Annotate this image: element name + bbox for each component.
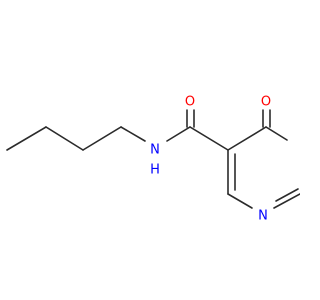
molecule-structure-diagram: O O N H N (6, 95, 300, 224)
bonds (6, 109, 300, 209)
bond-c5-keto (227, 126, 267, 151)
atom-n-amide: N (150, 143, 160, 158)
atom-n-ring-bottom: N (258, 209, 268, 224)
bond-n8-c9 (273, 193, 300, 209)
bond-keto-n (265, 126, 288, 141)
atom-labels: O O N H N (150, 95, 271, 224)
atom-o-amide: O (185, 95, 195, 110)
bond-propyl-to-n (120, 126, 146, 142)
bond-propyl-3 (82, 126, 122, 151)
bond-propyl-1 (6, 126, 47, 151)
atom-h-amide: H (150, 163, 160, 178)
bond-n-carbonyl (166, 126, 191, 142)
bond-n8-c9-inner (275, 188, 299, 202)
atom-o-keto: O (261, 95, 271, 110)
bond-propyl-2 (45, 126, 84, 151)
bond-c7-n8 (227, 193, 253, 209)
bond-carbonyl-ring (189, 126, 229, 151)
